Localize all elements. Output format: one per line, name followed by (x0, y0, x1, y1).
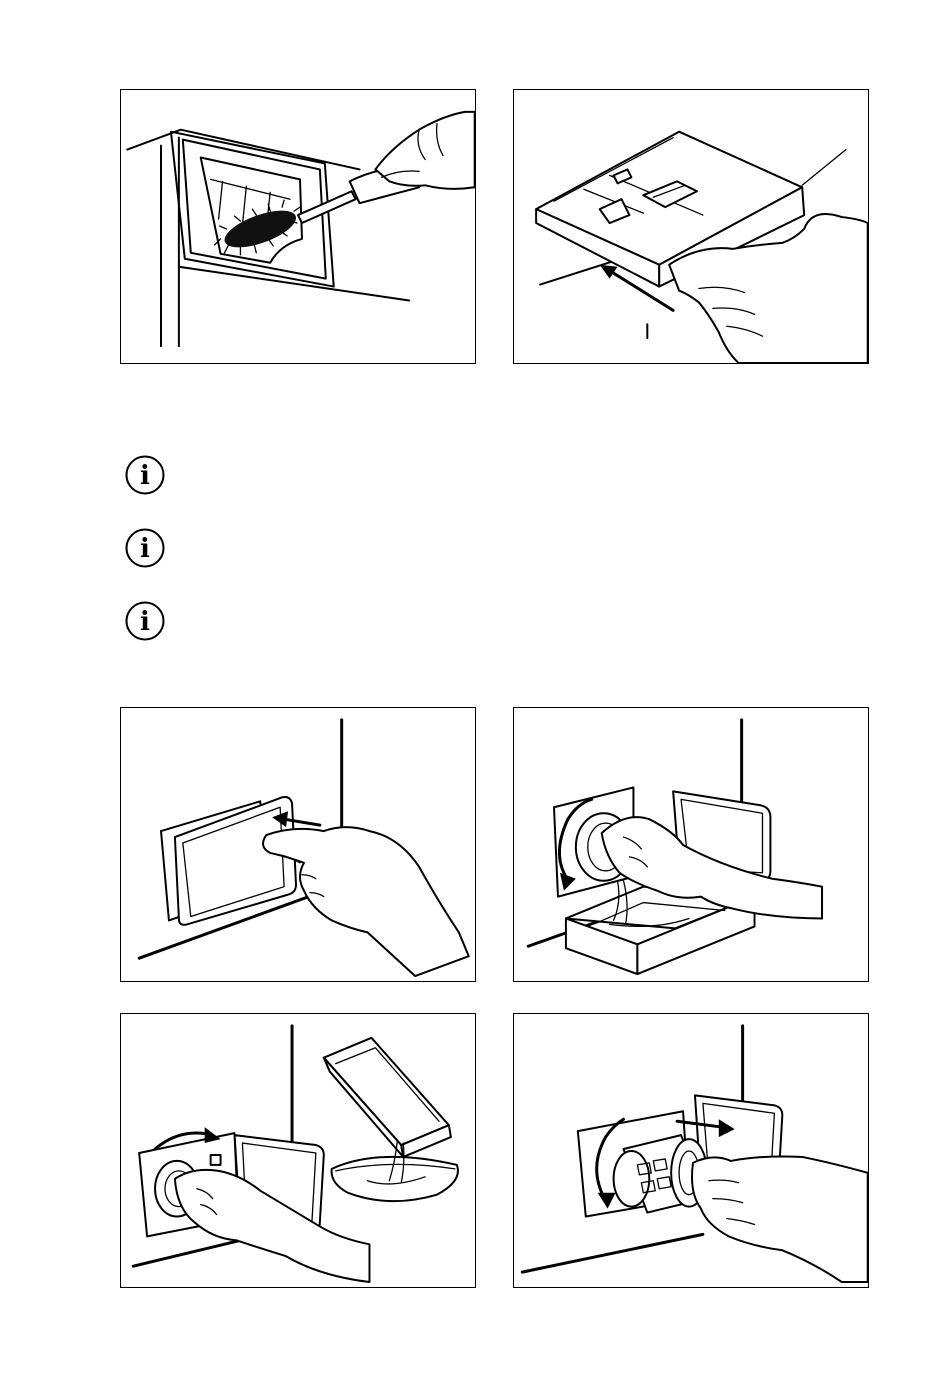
filter-pullout-icon (514, 1014, 868, 1287)
info-icon: i (124, 600, 166, 642)
info-glyph: i (140, 607, 150, 637)
dispenser-brush-icon (121, 90, 475, 363)
empty-container-icon (121, 1014, 475, 1287)
info-icon: i (124, 454, 166, 496)
info-icon: i (124, 527, 166, 569)
illustration-filter-turn-drain-water (513, 707, 869, 982)
filter-drain-icon (514, 708, 868, 981)
flap-open-icon (121, 708, 475, 981)
drawer-insert-icon (514, 90, 868, 363)
info-glyph: i (140, 534, 150, 564)
illustration-dispenser-brush-cleaning (120, 89, 476, 364)
illustration-dispenser-drawer-insert (513, 89, 869, 364)
info-glyph: i (140, 461, 150, 491)
illustration-filter-flap-open (120, 707, 476, 982)
illustration-empty-water-container (120, 1013, 476, 1288)
illustration-filter-pull-out (513, 1013, 869, 1288)
